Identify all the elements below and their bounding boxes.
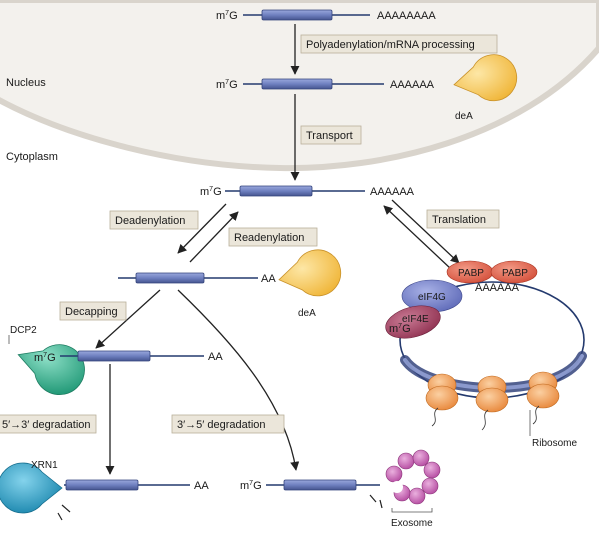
svg-text:Readenylation: Readenylation <box>234 232 304 244</box>
step-5to3-degradation: 5′→3′ degradation <box>0 414 97 434</box>
svg-text:DCP2: DCP2 <box>10 325 37 336</box>
eif4g-protein: eIF4G <box>401 279 463 313</box>
arrow-translation-forward <box>391 199 460 264</box>
polya-tail-label: AAAAAAAA <box>377 10 436 22</box>
cap-label: m7G <box>240 480 262 492</box>
svg-text:deA: deA <box>298 308 316 319</box>
coding-region <box>261 9 333 21</box>
cap-label: m7G <box>216 10 238 22</box>
cap-label: m7G <box>200 186 222 198</box>
arrow-decapping <box>95 289 161 349</box>
step-polyadenylation: Polyadenylation/mRNA processing <box>300 34 498 54</box>
pabp-1: PABP <box>446 260 494 284</box>
ribosome-2 <box>475 375 509 431</box>
deA-protein-cytoplasm: deA <box>278 249 342 319</box>
svg-text:eIF4E: eIF4E <box>402 314 429 325</box>
step-translation: Translation <box>426 209 500 229</box>
cap-label: m7G <box>216 79 238 91</box>
arrow-readenylation <box>189 211 239 263</box>
coding-region <box>77 350 151 362</box>
coding-region <box>283 479 357 491</box>
polya-tail-label: AA <box>208 351 223 363</box>
translation-complex: Ribosome PABP PABP AAAAAA eIF4G eIF4E m7… <box>385 260 587 449</box>
coding-region <box>65 479 139 491</box>
svg-text:Translation: Translation <box>432 214 486 226</box>
cytoplasm-label: Cytoplasm <box>6 151 58 163</box>
step-readenylation: Readenylation <box>228 227 318 247</box>
ribosome-3 <box>526 371 560 436</box>
coding-region <box>135 272 205 284</box>
mrna-nuclear-processed: m7G AAAAAA <box>216 78 435 91</box>
mrna-deadenylated: AA <box>118 272 276 285</box>
svg-text:PABP: PABP <box>458 268 484 279</box>
eif4e-protein: eIF4E <box>385 305 441 339</box>
arrow-3to5-degradation <box>177 289 300 471</box>
svg-text:3′→5′ degradation: 3′→5′ degradation <box>177 419 266 431</box>
cap-label: m7G <box>389 323 411 335</box>
arrow-deadenylation <box>177 203 227 254</box>
svg-text:XRN1: XRN1 <box>31 460 58 471</box>
dcp2-protein: DCP2 <box>8 325 85 396</box>
svg-text:deA: deA <box>455 111 473 122</box>
step-transport: Transport <box>300 125 362 145</box>
svg-text:5′→3′ degradation: 5′→3′ degradation <box>2 419 91 431</box>
ribosome-label: Ribosome <box>532 438 577 449</box>
svg-text:PABP: PABP <box>502 268 528 279</box>
svg-text:Decapping: Decapping <box>65 306 118 318</box>
pabp-2: PABP <box>490 260 538 284</box>
polya-tail-label: AA <box>261 273 276 285</box>
mrna-nuclear-full: m7G AAAAAAAA <box>216 9 436 22</box>
mrna-cytoplasm: m7G AAAAAA <box>200 185 415 198</box>
ribosome-1 <box>425 373 459 427</box>
coding-region <box>261 78 333 90</box>
step-deadenylation: Deadenylation <box>109 210 199 230</box>
step-decapping: Decapping <box>59 301 127 321</box>
arrow-translation-back <box>383 205 452 270</box>
polya-tail-label: AAAAAA <box>475 282 520 294</box>
coding-region <box>239 185 313 197</box>
svg-text:Exosome: Exosome <box>391 518 433 529</box>
polya-tail-label: AA <box>194 480 209 492</box>
nucleus-label: Nucleus <box>6 77 46 89</box>
xrn1-protein: XRN1 <box>0 460 71 521</box>
deA-protein-nucleus: deA <box>453 54 518 122</box>
cap-label: m7G <box>34 352 56 364</box>
mrna-decapped: m7G AA <box>34 350 223 364</box>
mrna-3to5-degrading: m7G <box>240 479 383 509</box>
polya-tail-label: AAAAAA <box>390 79 435 91</box>
svg-text:Polyadenylation/mRNA processin: Polyadenylation/mRNA processing <box>306 39 475 51</box>
svg-text:Transport: Transport <box>306 130 353 142</box>
step-3to5-degradation: 3′→5′ degradation <box>171 414 285 434</box>
exosome-complex: Exosome <box>385 449 441 529</box>
mrna-5to3-degrading: AA <box>64 479 209 492</box>
svg-text:Deadenylation: Deadenylation <box>115 215 185 227</box>
svg-text:eIF4G: eIF4G <box>418 292 446 303</box>
polya-tail-label: AAAAAA <box>370 186 415 198</box>
